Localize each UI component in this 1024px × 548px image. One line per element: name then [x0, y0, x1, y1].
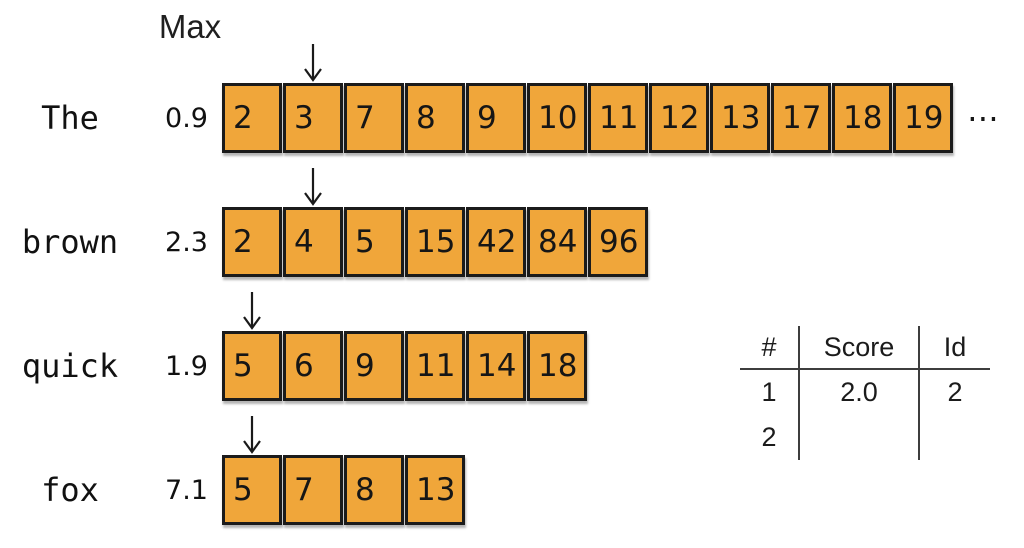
- doc-id: 8: [355, 472, 375, 508]
- posting-cell: 96: [588, 207, 648, 277]
- doc-id: 84: [538, 224, 578, 260]
- posting-cell: 13: [405, 455, 465, 525]
- posting-cell: 11: [405, 331, 465, 401]
- max-score-value: 0.9: [165, 102, 208, 134]
- posting-cell: 10: [527, 83, 587, 153]
- results-header-score: Score: [798, 326, 920, 370]
- posting-cell: 19: [893, 83, 953, 153]
- doc-id: 13: [721, 100, 761, 136]
- results-header-rank: #: [740, 326, 798, 370]
- down-arrow-icon: [304, 168, 322, 206]
- posting-cell: 9: [466, 83, 526, 153]
- doc-id: 11: [416, 348, 456, 384]
- doc-id: 2: [233, 224, 253, 260]
- doc-id: 5: [233, 472, 253, 508]
- posting-cell: 42: [466, 207, 526, 277]
- posting-cell: 11: [588, 83, 648, 153]
- doc-id: 9: [355, 348, 375, 384]
- doc-id: 19: [904, 100, 944, 136]
- posting-cell: 5: [222, 455, 282, 525]
- max-column-label: Max: [158, 8, 222, 45]
- doc-id: 13: [416, 472, 456, 508]
- posting-cell: 5: [222, 331, 282, 401]
- results-cell-id: 2: [947, 376, 963, 407]
- down-arrow-icon: [243, 416, 261, 454]
- doc-id: 5: [355, 224, 375, 260]
- max-score-value: 1.9: [165, 350, 208, 382]
- posting-cell: 2: [222, 207, 282, 277]
- doc-id: 12: [660, 100, 700, 136]
- doc-id: 96: [599, 224, 639, 260]
- down-arrow-icon: [304, 44, 322, 82]
- results-header-id: Id: [920, 326, 990, 370]
- posting-cell: 84: [527, 207, 587, 277]
- posting-row-quick: quick 1.9 5 6 9 11 14 18: [0, 331, 587, 401]
- doc-id: 9: [477, 100, 497, 136]
- doc-id: 11: [599, 100, 639, 136]
- down-arrow-icon: [243, 292, 261, 330]
- doc-id: 8: [416, 100, 436, 136]
- doc-id: 7: [355, 100, 375, 136]
- results-table: # Score Id 1 2.0 2 2: [740, 326, 990, 460]
- results-cell-id: [920, 414, 990, 460]
- max-score-value: 7.1: [165, 474, 208, 506]
- doc-id: 6: [294, 348, 314, 384]
- term-label: fox: [41, 471, 99, 509]
- doc-id: 10: [538, 100, 578, 136]
- posting-cell: 4: [283, 207, 343, 277]
- doc-id: 18: [538, 348, 578, 384]
- posting-list: 5 6 9 11 14 18: [222, 331, 587, 401]
- posting-cell: 13: [710, 83, 770, 153]
- doc-id: 3: [294, 100, 314, 136]
- posting-cell: 17: [771, 83, 831, 153]
- results-cell-rank: 2: [761, 421, 777, 452]
- term-label: brown: [21, 223, 119, 261]
- doc-id: 4: [294, 224, 314, 260]
- doc-id: 5: [233, 348, 253, 384]
- posting-cell: 3: [283, 83, 343, 153]
- doc-id: 18: [843, 100, 883, 136]
- posting-cell: 18: [832, 83, 892, 153]
- posting-cell: 6: [283, 331, 343, 401]
- doc-id: 14: [477, 348, 517, 384]
- posting-cell: 7: [344, 83, 404, 153]
- term-label: quick: [21, 347, 119, 385]
- results-cell-rank: 1: [761, 376, 777, 407]
- posting-cell: 7: [283, 455, 343, 525]
- doc-id: 7: [294, 472, 314, 508]
- doc-id: 2: [233, 100, 253, 136]
- posting-list: 5 7 8 13: [222, 455, 465, 525]
- posting-cell: 15: [405, 207, 465, 277]
- max-score-value: 2.3: [165, 226, 208, 258]
- doc-id: 15: [416, 224, 456, 260]
- results-cell-score: [798, 414, 920, 460]
- term-label: The: [41, 99, 99, 137]
- posting-cell: 8: [344, 455, 404, 525]
- posting-cell: 18: [527, 331, 587, 401]
- posting-cell: 9: [344, 331, 404, 401]
- posting-list: 2 4 5 15 42 84 96: [222, 207, 648, 277]
- posting-row-fox: fox 7.1 5 7 8 13: [0, 455, 465, 525]
- posting-cell: 8: [405, 83, 465, 153]
- posting-cell: 14: [466, 331, 526, 401]
- posting-cell: 2: [222, 83, 282, 153]
- posting-row-the: The 0.9 2 3 7 8 9 10 11 12 13 17 18 19 ⋯: [0, 83, 1003, 153]
- posting-cell: 12: [649, 83, 709, 153]
- results-cell-score: 2.0: [798, 370, 920, 414]
- posting-list: 2 3 7 8 9 10 11 12 13 17 18 19: [222, 83, 953, 153]
- doc-id: 17: [782, 100, 822, 136]
- posting-cell: 5: [344, 207, 404, 277]
- list-continues-ellipsis: ⋯: [967, 99, 1003, 137]
- doc-id: 42: [477, 224, 517, 260]
- posting-row-brown: brown 2.3 2 4 5 15 42 84 96: [0, 207, 648, 277]
